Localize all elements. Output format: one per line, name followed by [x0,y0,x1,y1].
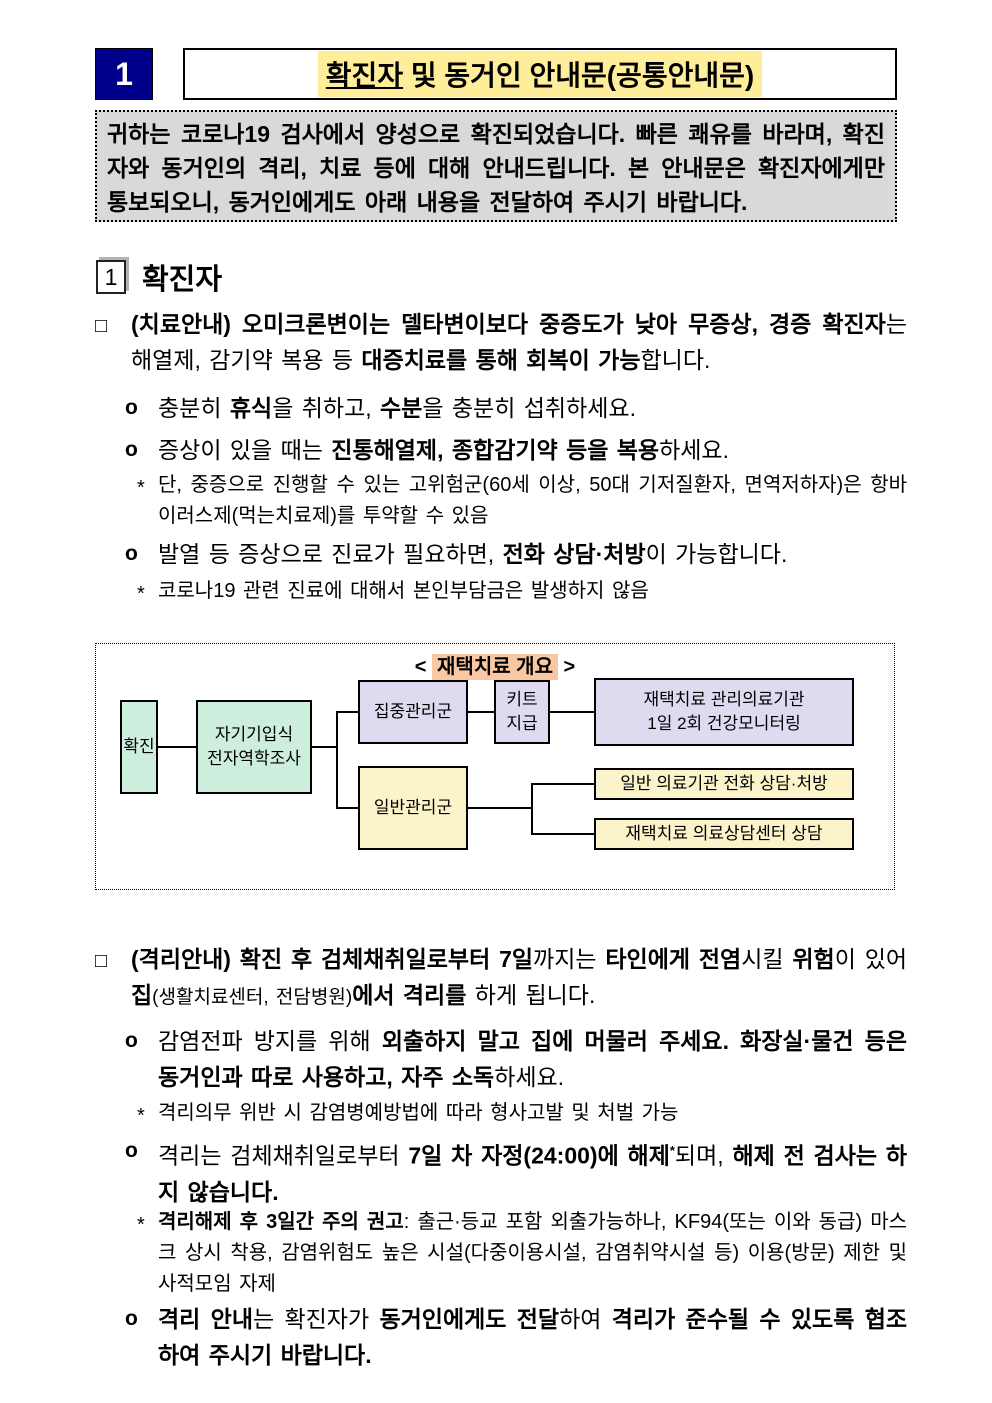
stay-home-bullet: o 감염전파 방지를 위해 외출하지 말고 집에 머물러 주세요. 화장실·물건… [125,1023,907,1095]
node-self-survey-line1: 자기기입식 [214,725,294,744]
medicine-bullet-text: 증상이 있을 때는 진통해열제, 종합감기약 등을 복용하세요. [158,437,729,463]
section1-title: 확진자 [142,264,223,296]
asterisk-icon: * [137,1214,145,1236]
wire-kit-hospital [550,711,594,713]
square-bullet-icon: □ [95,315,108,337]
release-text: 격리는 검체채취일로부터 7일 차 자정(24:00)에 해제*되며, 해제 전… [158,1142,907,1205]
square-bullet-icon: □ [95,950,108,972]
node-self-survey: 자기기입식 전자역학조사 [196,700,312,794]
post-release-note-text: 격리해제 후 3일간 주의 권고: 출근·등교 포함 외출가능하나, KF94(… [158,1211,907,1295]
document-header: 1 확진자 및 동거인 안내문(공통안내문) [95,48,897,100]
quarantine-text: (격리안내) 확진 후 검체채취일로부터 7일까지는 타인에게 전염시킬 위험이… [131,946,908,1008]
node-confirmed: 확진 [120,700,158,794]
wire-trunk-general [336,807,358,809]
diagram-title: < 재택치료 개요 > [96,650,894,680]
node-self-survey-line2: 전자역학조사 [207,749,301,768]
section1-heading: 1 확진자 [96,256,222,298]
wire-survey-trunk [312,746,338,748]
wire-general-trunk2 [468,807,531,809]
phone-consult-bullet: o 발열 등 증상으로 진료가 필요하면, 전화 상담·처방이 가능합니다. [125,536,907,572]
asterisk-icon: * [137,583,145,605]
node-general-group: 일반관리군 [358,766,468,850]
wire-trunk1 [336,711,338,809]
node-hospital-line1: 재택치료 관리의료기관 [643,690,805,709]
node-kit-supply: 키트 지급 [494,680,550,744]
circle-bullet-icon: o [125,1139,138,1162]
rest-bullet-text: 충분히 휴식을 취하고, 수분을 충분히 섭취하세요. [158,395,636,421]
circle-bullet-icon: o [125,438,138,461]
violation-note-text: 격리의무 위반 시 감염병예방법에 따라 형사고발 및 처벌 가능 [158,1102,679,1124]
node-phone-label: 일반 의료기관 전화 상담·처방 [620,774,828,793]
highrisk-note: * 단, 중증으로 진행할 수 있는 고위험군(60세 이상, 50대 기저질환… [137,470,907,532]
post-release-note: * 격리해제 후 3일간 주의 권고: 출근·등교 포함 외출가능하나, KF9… [137,1207,907,1300]
circle-bullet-icon: o [125,542,138,565]
medicine-bullet: o 증상이 있을 때는 진통해열제, 종합감기약 등을 복용하세요. [125,432,907,468]
stay-home-text: 감염전파 방지를 위해 외출하지 말고 집에 머물러 주세요. 화장실·물건 등… [158,1028,907,1090]
node-kit-line2: 지급 [506,714,538,733]
node-intensive-label: 집중관리군 [373,702,453,721]
diagram-title-text: 재택치료 개요 [432,654,558,680]
node-management-hospital: 재택치료 관리의료기관 1일 2회 건강모니터링 [594,678,854,746]
asterisk-icon: * [137,477,145,499]
treatment-paragraph: □ (치료안내) 오미크론변이는 델타변이보다 중증도가 낮아 무증상, 경증 … [95,306,907,378]
node-hospital-line2: 1일 2회 건강모니터링 [647,714,801,733]
node-center-label: 재택치료 의료상담센터 상담 [625,824,823,843]
wire-confirm-survey [158,746,196,748]
intro-notice-box: 귀하는 코로나19 검사에서 양성으로 확진되었습니다. 빠른 쾌유를 바라며,… [95,110,897,222]
node-intensive-group: 집중관리군 [358,680,468,744]
wire-trunk2 [531,783,533,835]
node-general-label: 일반관리군 [373,798,453,817]
node-phone-consult: 일반 의료기관 전화 상담·처방 [594,768,854,800]
circle-bullet-icon: o [125,396,138,419]
node-kit-line1: 키트 [506,690,538,709]
home-treatment-diagram: < 재택치료 개요 > 확진 자기기입식 전자역학조사 집중관리군 키트 지급 [95,643,895,890]
phone-consult-text: 발열 등 증상으로 진료가 필요하면, 전화 상담·처방이 가능합니다. [158,541,788,567]
circle-bullet-icon: o [125,1029,138,1052]
release-bullet: o 격리는 검체채취일로부터 7일 차 자정(24:00)에 해제*되며, 해제… [125,1133,907,1210]
wire-trunk2-center [531,833,594,835]
circle-bullet-icon: o [125,1307,138,1330]
asterisk-icon: * [137,1105,145,1127]
section1-number-box: 1 [96,260,126,294]
inform-cohabitant-bullet: o 격리 안내는 확진자가 동거인에게도 전달하여 격리가 준수될 수 있도록 … [125,1301,907,1373]
wire-intensive-kit [468,711,494,713]
wire-trunk-intensive [336,711,358,713]
diagram-title-open-bracket: < [414,656,427,678]
node-confirmed-label: 확진 [123,737,155,756]
document-title-box: 확진자 및 동거인 안내문(공통안내문) [183,48,897,100]
node-consult-center: 재택치료 의료상담센터 상담 [594,818,854,850]
highrisk-note-text: 단, 중증으로 진행할 수 있는 고위험군(60세 이상, 50대 기저질환자,… [158,474,907,527]
copay-note-text: 코로나19 관련 진료에 대해서 본인부담금은 발생하지 않음 [158,580,649,602]
inform-cohabitant-text: 격리 안내는 확진자가 동거인에게도 전달하여 격리가 준수될 수 있도록 협조… [158,1306,908,1368]
wire-trunk2-phone [531,783,594,785]
header-number-badge: 1 [95,48,153,100]
violation-note: * 격리의무 위반 시 감염병예방법에 따라 형사고발 및 처벌 가능 [137,1098,907,1132]
rest-bullet: o 충분히 휴식을 취하고, 수분을 충분히 섭취하세요. [125,390,907,426]
treatment-text: (치료안내) 오미크론변이는 델타변이보다 중증도가 낮아 무증상, 경증 확진… [131,311,907,373]
header-gap [153,48,183,100]
diagram-title-close-bracket: > [563,656,576,678]
copay-note: * 코로나19 관련 진료에 대해서 본인부담금은 발생하지 않음 [137,576,907,610]
quarantine-paragraph: □ (격리안내) 확진 후 검체채취일로부터 7일까지는 타인에게 전염시킬 위… [95,941,907,1016]
document-title: 확진자 및 동거인 안내문(공통안내문) [317,51,763,97]
